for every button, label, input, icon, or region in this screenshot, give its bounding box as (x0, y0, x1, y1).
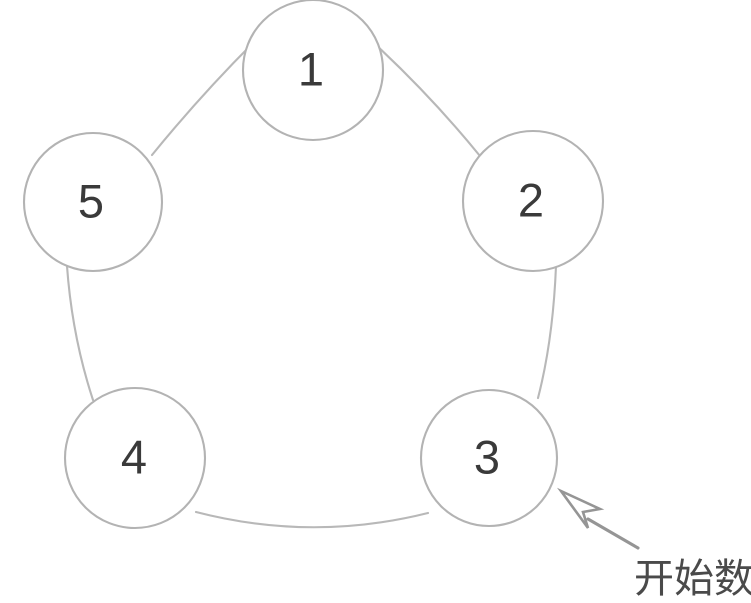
node-5-circle[interactable] (22, 131, 164, 273)
node-5-label: 5 (78, 174, 104, 227)
node-4-circle[interactable] (63, 386, 207, 530)
node-2-circle[interactable] (461, 129, 605, 273)
node-4[interactable]: 4 (63, 386, 207, 530)
node-5[interactable]: 5 (22, 131, 164, 273)
node-3-circle[interactable] (419, 388, 559, 528)
start-pointer-annotation: 开始数 (556, 487, 751, 602)
node-1[interactable]: 1 (241, 0, 385, 142)
arc-node3-node4 (194, 510, 430, 529)
arc-node5-node1 (150, 40, 256, 157)
node-3-label: 3 (474, 430, 500, 483)
node-3[interactable]: 3 (419, 388, 559, 528)
annotation-arrow-head-icon (556, 487, 605, 529)
node-2[interactable]: 2 (461, 129, 605, 273)
arc-node2-node3 (536, 264, 558, 400)
node-4-label: 4 (121, 430, 147, 483)
node-1-circle[interactable] (241, 0, 385, 142)
arc-group (65, 40, 558, 529)
node-1-label: 1 (298, 42, 324, 95)
annotation-arrow-shaft (586, 517, 640, 550)
arc-node4-node5 (65, 264, 95, 402)
arc-node1-node2 (373, 42, 482, 158)
annotation-label: 开始数 (634, 556, 751, 602)
node-2-label: 2 (518, 173, 544, 226)
